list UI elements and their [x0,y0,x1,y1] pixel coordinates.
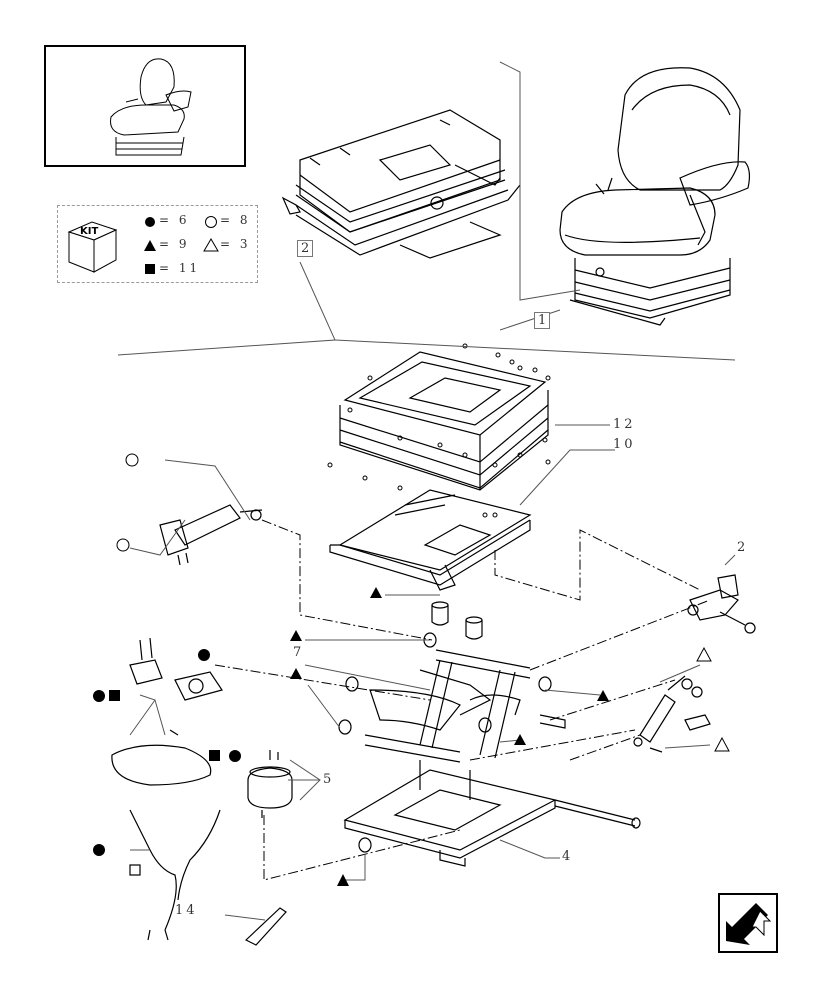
handle-part [244,907,287,946]
reference-symbols [93,453,730,886]
callout-1: 1 [534,312,551,329]
kit-cube-icon [67,221,118,273]
rubber-buffers [431,601,483,640]
air-compressor [247,750,293,818]
kit-count-filled-square: = 11 [159,261,201,275]
kit-count-hollow-triangle: = 3 [220,237,251,251]
wiring-harness [129,809,221,941]
thumbnail-preview [44,45,246,167]
bottom-frame [343,760,641,867]
callout-2-top: 2 [297,240,314,257]
callout-12: 12 [613,417,636,432]
kit-badge: KIT [80,226,99,237]
kit-legend: KIT = 6 = 8 = 9 = 3 = 11 [57,205,258,283]
switch-bracket [129,637,223,701]
filled-circle-icon [145,217,155,227]
kit-count-filled-triangle: = 9 [159,237,190,251]
leader-lines [117,61,736,921]
filled-triangle-icon [144,240,156,251]
suspension-base-assembly [281,109,521,259]
cover-panel [111,729,212,786]
callout-7: 7 [293,645,305,660]
hollow-circle-icon [205,216,217,228]
upper-plate [329,489,532,591]
dash-dot-lines [214,519,711,881]
previous-page-button[interactable] [718,893,778,953]
callout-2-right: 2 [737,540,749,555]
callout-14: 14 [175,903,198,918]
arrow-left-icon [726,903,772,945]
damper-cylinder-upper [159,504,263,566]
bellows [339,351,549,491]
lever-assembly [687,574,756,634]
kit-count-filled-circle: = 6 [159,213,190,227]
complete-seat [559,67,751,326]
kit-count-hollow-circle: = 8 [220,213,251,227]
fasteners [327,343,551,518]
gas-spring [633,675,711,753]
callout-5: 5 [323,772,335,787]
scissor-linkage [338,632,566,763]
hollow-triangle-icon [203,238,219,252]
callout-10: 10 [613,437,636,452]
filled-square-icon [145,264,155,274]
callout-4: 4 [562,849,574,864]
